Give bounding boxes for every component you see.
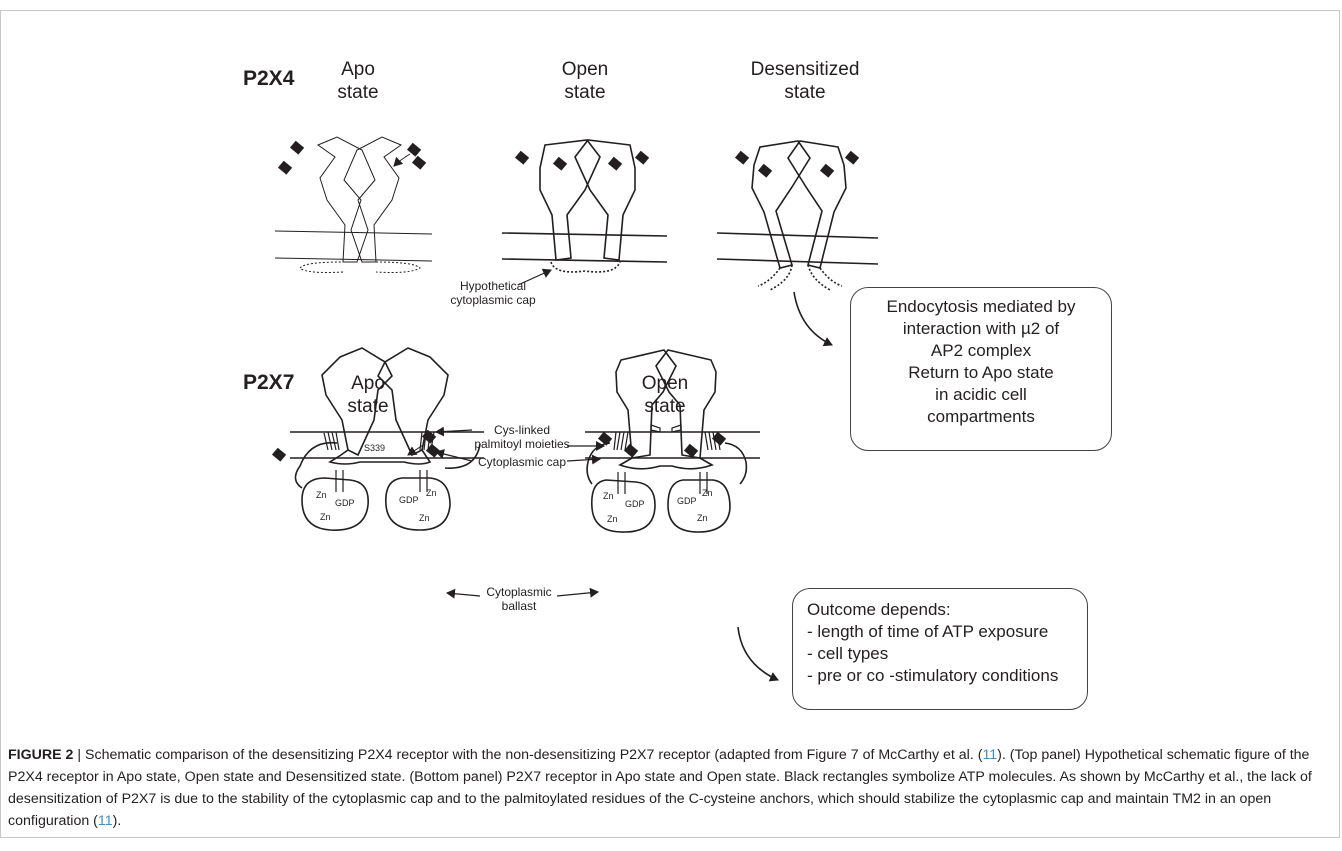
figure-frame [0, 10, 1340, 838]
endocytosis-line: AP2 complex [930, 341, 1032, 360]
endocytosis-line: in acidic cell [935, 385, 1027, 404]
outcome-item: - length of time of ATP exposure [807, 622, 1049, 641]
p2x7-open-atp [597, 431, 727, 458]
p2x7-apo-arrow [407, 444, 424, 456]
p2x4-apo-atp [277, 140, 427, 175]
p2x4-apo-label-line1: Apo [341, 59, 375, 80]
p2x4-desensitized-label: Desensitized state [730, 58, 880, 104]
endocytosis-box: Endocytosis mediated by interaction with… [850, 287, 1112, 451]
ballast-label: Cytoplasmic ballast [482, 585, 556, 613]
palmitoyl-label-line1: Cys-linked [493, 423, 550, 437]
outcome-item: - pre or co -stimulatory conditions [807, 666, 1059, 685]
p2x4-desensitized-receptor [716, 140, 879, 291]
apo-ballast-right-zn2: Zn [419, 513, 430, 523]
p2x7-apo-atp [271, 429, 441, 462]
p2x4-desensitized-label-line1: Desensitized [750, 59, 860, 80]
endocytosis-line: Return to Apo state [908, 363, 1054, 382]
endocytosis-arrow [793, 291, 833, 347]
palmitoyl-label: Cys-linked palmitoyl moieties [474, 423, 570, 451]
cap-arrow-left [435, 449, 473, 462]
p2x4-open-receptor [501, 139, 668, 273]
p2x4-desensitized-atp [734, 150, 860, 178]
outcome-title: Outcome depends: [807, 600, 951, 619]
endocytosis-line: compartments [927, 407, 1035, 426]
ballast-label-line1: Cytoplasmic [486, 585, 552, 599]
palmitoyl-label-line2: palmitoyl moieties [474, 437, 570, 451]
p2x4-apo-arrow [393, 153, 411, 167]
caption-separator: | [73, 747, 86, 763]
p2x4-open-label-line1: Open [561, 59, 609, 80]
reference-link[interactable]: 11 [982, 747, 998, 763]
p2x4-open-label: Open state [535, 58, 635, 104]
outcome-arrow [737, 626, 779, 682]
p2x4-apo-receptor [274, 136, 433, 273]
apo-ballast-left-zn2: Zn [320, 512, 331, 522]
palmitoyl-arrow-left [435, 426, 473, 437]
p2x7-apo-receptor [290, 347, 484, 531]
p2x7-title: P2X7 [243, 371, 295, 394]
p2x7-apo-label-line1: Apo [351, 373, 385, 394]
p2x4-apo-label-line2: state [337, 82, 379, 103]
figure-caption: FIGURE 2 | Schematic comparison of the d… [8, 744, 1334, 832]
s339-label: S339 [364, 443, 386, 453]
p2x7-apo-label-line2: state [347, 396, 389, 417]
hypothetical-cap-label-line1: Hypothetical [459, 279, 527, 293]
caption-text-2: ). (Top panel) Hypothetical schematic fi… [8, 747, 1312, 829]
open-ballast-right-gdp: GDP [677, 496, 697, 506]
open-ballast-left-gdp: GDP [625, 499, 645, 509]
figure-label: FIGURE 2 [8, 747, 74, 763]
apo-ballast-left-gdp: GDP [335, 498, 355, 508]
p2x7-open-label-line2: state [644, 396, 686, 417]
cytoplasmic-cap-label: Cytoplasmic cap [477, 455, 567, 469]
ballast-arrow-right [556, 587, 599, 598]
apo-ballast-right-gdp: GDP [399, 495, 419, 505]
endocytosis-line: Endocytosis mediated by [886, 297, 1076, 316]
p2x7-open-label: Open state [615, 372, 715, 418]
p2x7-apo-label: Apo state [318, 372, 418, 418]
open-ballast-left-zn1: Zn [603, 491, 614, 501]
ballast-arrow-left [446, 588, 481, 599]
apo-ballast-left-zn1: Zn [316, 490, 327, 500]
hypothetical-cap-label-line2: cytoplasmic cap [450, 293, 536, 307]
cap-arrow-right [566, 454, 601, 465]
p2x4-open-label-line2: state [564, 82, 606, 103]
ballast-label-line2: ballast [501, 599, 537, 613]
p2x7-open-receptor [585, 349, 760, 533]
open-ballast-left-zn2: Zn [607, 514, 618, 524]
caption-text-1: Schematic comparison of the desensitizin… [85, 747, 983, 763]
caption-text-3: ). [112, 813, 122, 829]
p2x7-open-label-line1: Open [641, 373, 689, 394]
p2x4-open-atp [514, 150, 650, 171]
p2x4-title: P2X4 [243, 67, 295, 90]
reference-link[interactable]: 11 [97, 813, 113, 829]
apo-ballast-right-zn1: Zn [426, 488, 437, 498]
open-ballast-right-zn1: Zn [702, 488, 713, 498]
open-ballast-right-zn2: Zn [697, 513, 708, 523]
hypothetical-cap-label: Hypothetical cytoplasmic cap [438, 279, 548, 307]
hypothetical-cap-arrow [517, 268, 552, 286]
endocytosis-line: interaction with µ2 of [902, 319, 1060, 338]
p2x4-apo-label: Apo state [308, 58, 408, 104]
outcome-item: - cell types [807, 644, 889, 663]
p2x4-desensitized-label-line2: state [784, 82, 826, 103]
outcome-box: Outcome depends: - length of time of ATP… [792, 588, 1088, 710]
